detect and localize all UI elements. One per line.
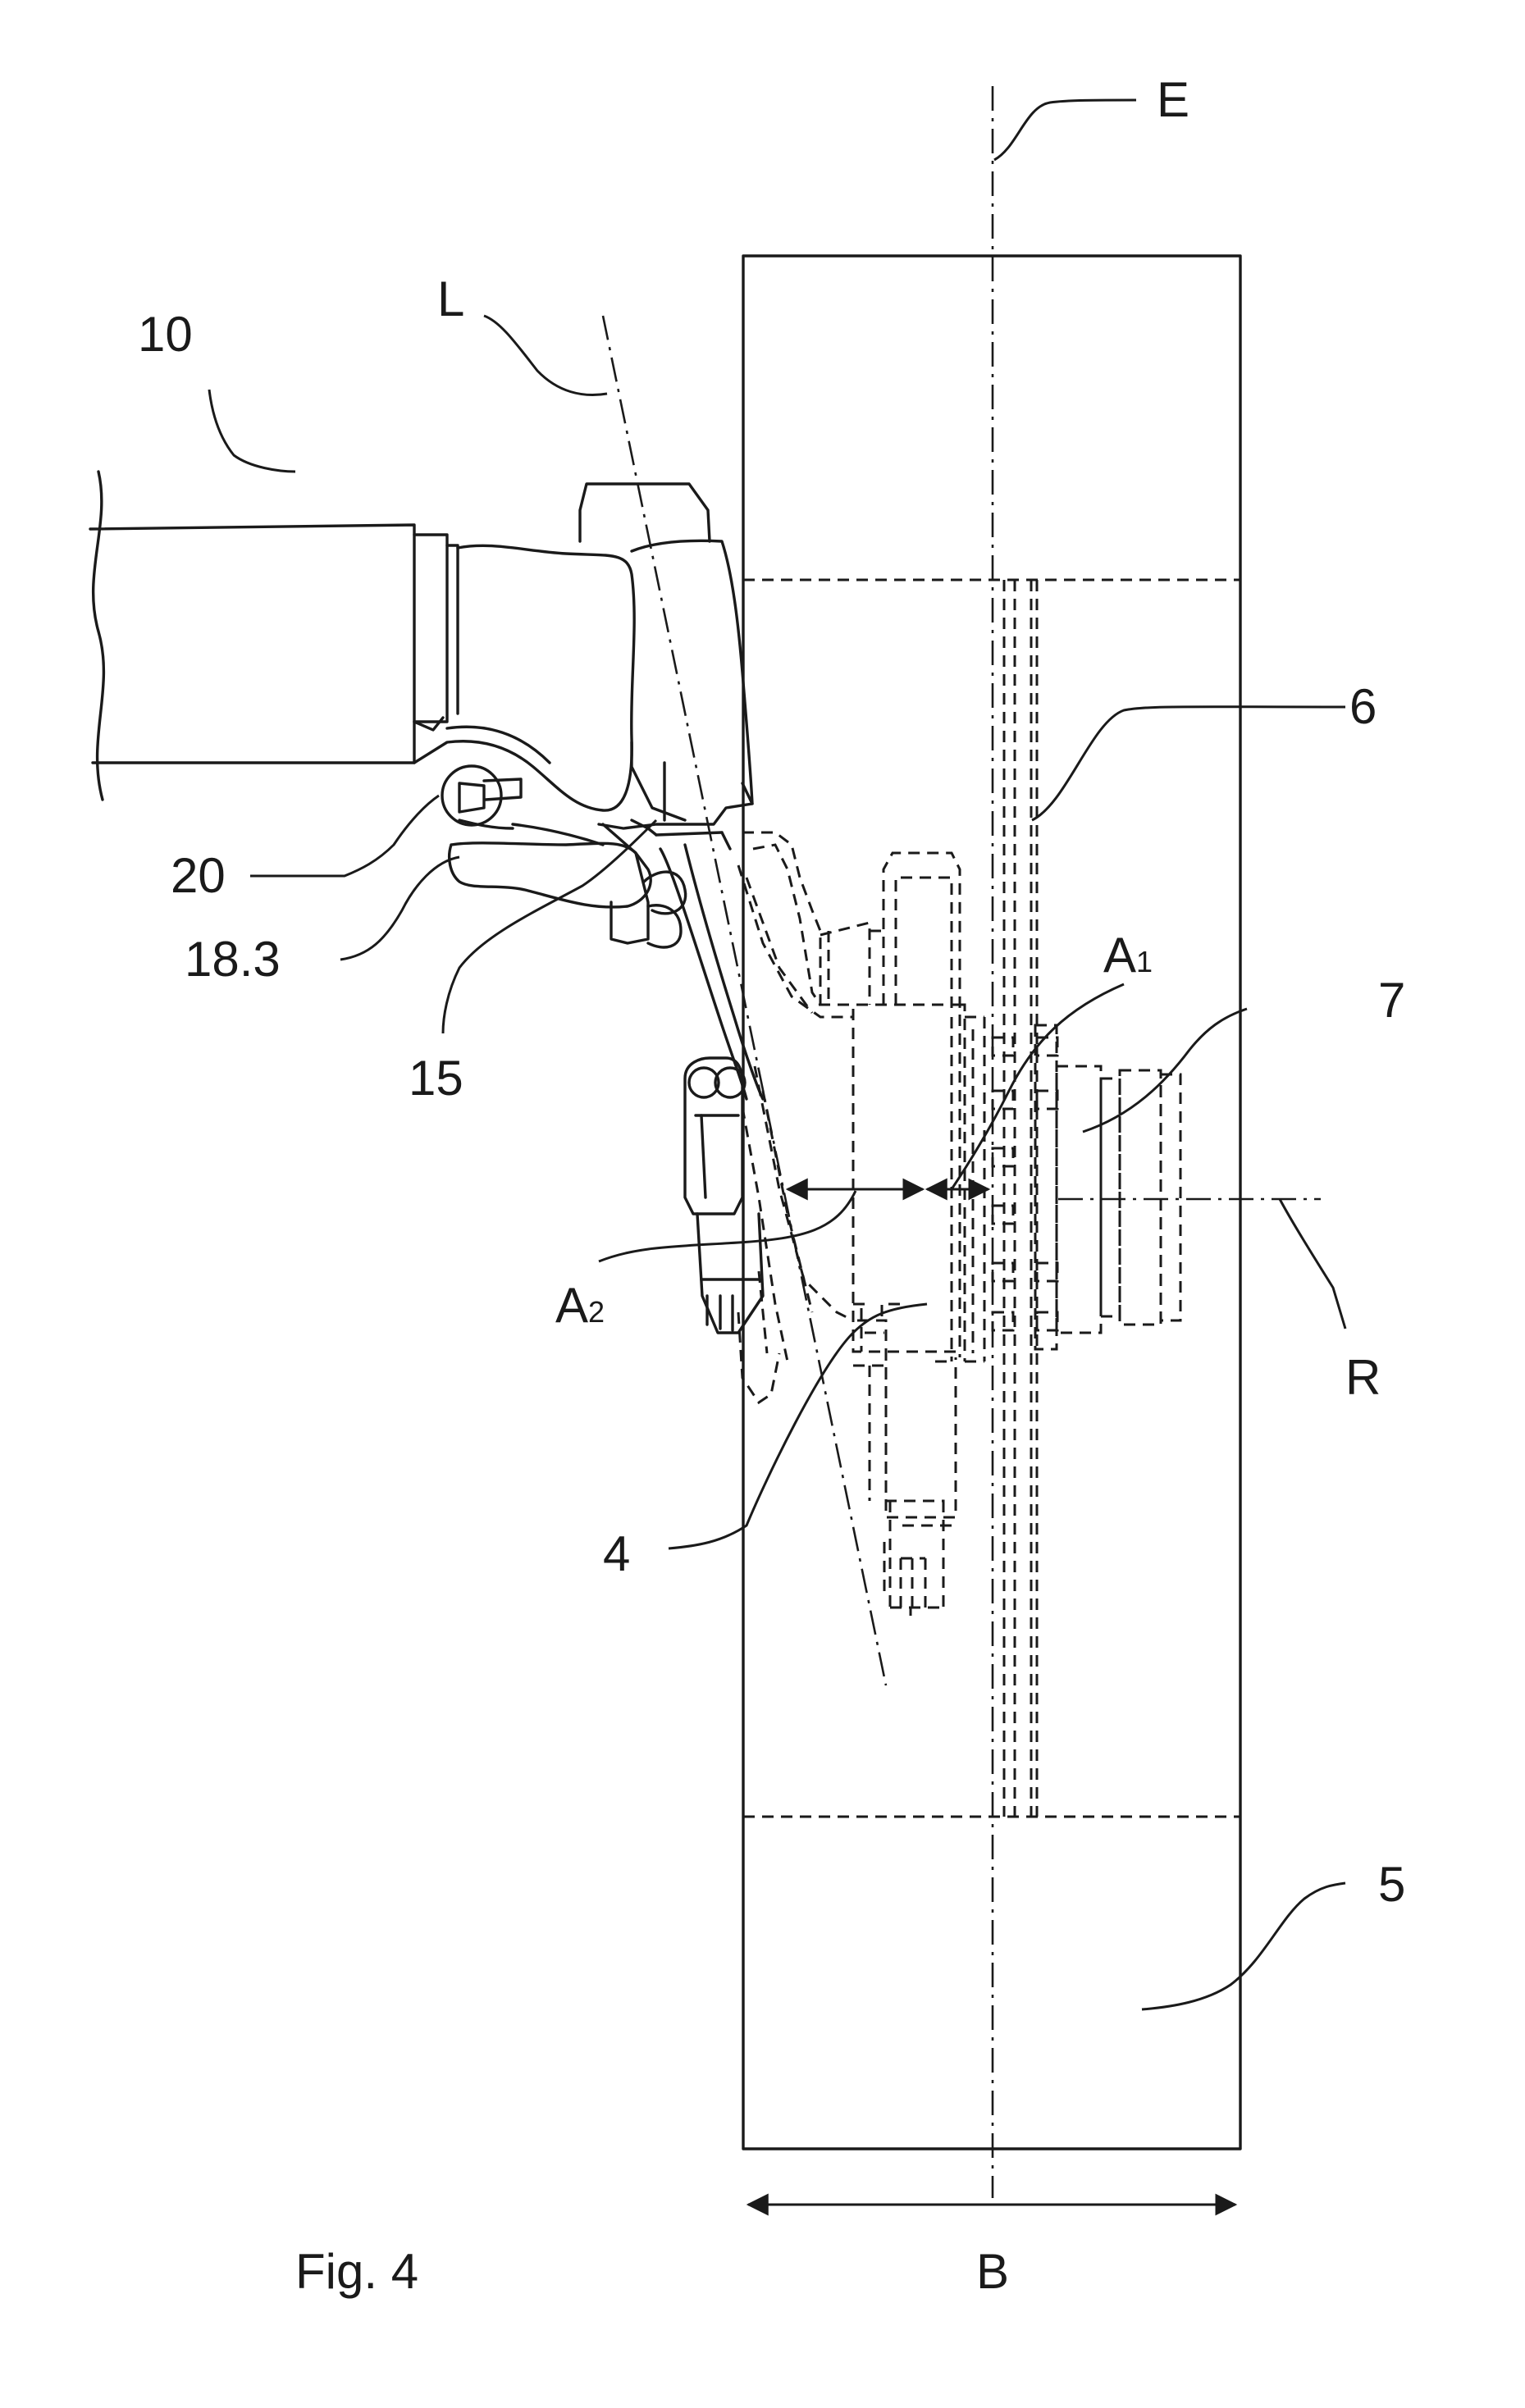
leader-lines [208,98,1347,2011]
label-a1-main: A [1103,928,1136,983]
blade-hidden-outline [737,831,883,1405]
robot-arm-10 [89,470,765,1101]
label-b: B [976,2244,1009,2299]
component-7-flange [991,1024,1182,1351]
figure-caption: Fig. 4 [295,2244,418,2299]
axis-l [601,315,888,1686]
label-a2: A2 [555,1278,605,1333]
component-6-strip [1002,580,1039,1817]
label-l: L [437,271,464,326]
label-a2-main: A [555,1278,588,1333]
label-4: 4 [603,1526,630,1581]
label-5: 5 [1378,1857,1405,1912]
label-7: 7 [1378,973,1405,1028]
label-18-3: 18.3 [185,932,281,987]
label-r: R [1345,1350,1381,1405]
label-e: E [1157,72,1189,127]
label-20: 20 [171,848,226,903]
label-a1: A1 [1103,928,1153,983]
component-4-holder [819,851,986,1616]
label-a2-sub: 2 [588,1295,605,1329]
label-6: 6 [1349,679,1377,734]
label-15: 15 [409,1051,463,1106]
lower-tool [683,1056,765,1334]
label-10: 10 [138,307,193,362]
label-a1-sub: 1 [1136,945,1153,978]
